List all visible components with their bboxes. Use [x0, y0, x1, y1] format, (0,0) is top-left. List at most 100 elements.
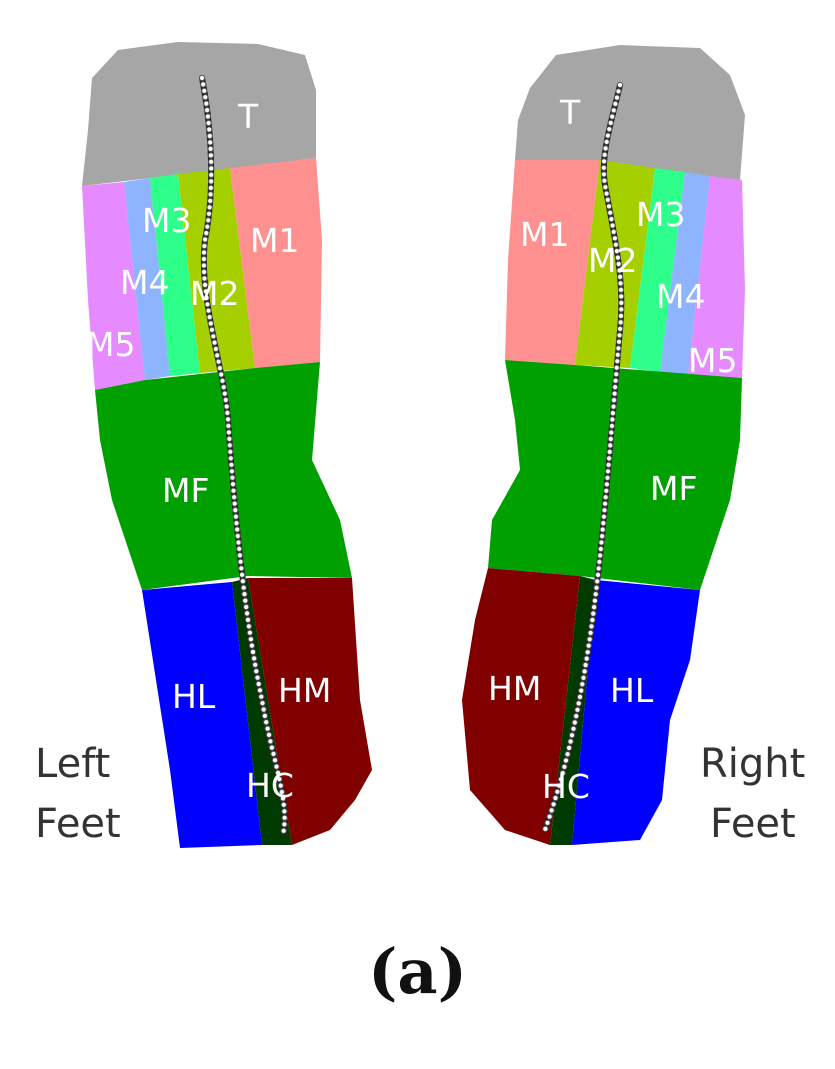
left-path-marker [211, 339, 218, 346]
right-path-marker [606, 455, 613, 462]
left-path-marker [233, 520, 240, 527]
left-path-marker [221, 390, 228, 397]
right-path-marker [614, 351, 621, 358]
right-path-marker [614, 358, 621, 365]
left-path-marker [220, 384, 227, 391]
left-path-marker [207, 184, 214, 191]
right-zone-mf [488, 360, 742, 590]
right-path-marker [583, 655, 590, 662]
left-path-marker [252, 661, 259, 668]
left-path-marker [202, 236, 209, 243]
left-path-marker [261, 712, 268, 720]
right-label-m4: M4 [656, 277, 705, 316]
left-path-marker [201, 87, 208, 94]
right-path-marker [617, 319, 624, 326]
right-path-marker [601, 151, 608, 158]
right-path-marker [609, 416, 616, 423]
left-feet-label-line1: Left [35, 741, 111, 787]
right-zone-m2 [575, 160, 655, 368]
left-path-marker [251, 655, 258, 662]
left-path-marker [228, 468, 235, 475]
left-path-marker [205, 119, 212, 127]
left-path-marker [223, 403, 230, 410]
left-path-markers [198, 74, 288, 834]
right-path-marker [608, 422, 616, 430]
right-path-marker [586, 636, 593, 643]
right-path-marker [593, 584, 600, 591]
right-path-marker [595, 565, 602, 572]
right-path-marker [573, 713, 580, 720]
left-path-marker [204, 113, 211, 120]
right-path-marker [618, 299, 625, 306]
left-path-marker [203, 294, 210, 301]
left-path-marker [207, 152, 214, 159]
right-feet-label-line2: Feet [710, 801, 796, 847]
left-path-marker [208, 326, 216, 333]
left-path-marker [219, 377, 226, 384]
right-feet-label: Right Feet [700, 734, 810, 854]
right-path-marker [574, 706, 581, 713]
left-zone-m2 [178, 168, 255, 373]
right-path-marker [617, 273, 624, 280]
right-path-marker [546, 813, 553, 820]
left-label-m4: M4 [120, 263, 169, 302]
left-path-marker [222, 396, 229, 404]
right-path-marker [604, 474, 611, 481]
right-path-marker [610, 228, 617, 235]
right-path-marker [542, 825, 549, 833]
right-path-marker [597, 552, 604, 559]
right-path-marker [616, 81, 624, 89]
left-path-marker [205, 217, 212, 224]
right-path-marker [603, 138, 610, 145]
left-path-marker [212, 345, 219, 353]
right-path-marker [552, 794, 559, 802]
left-path-marker [274, 769, 282, 777]
right-path-marker [580, 674, 587, 681]
left-path-marker [248, 642, 255, 649]
left-path-marker [203, 230, 210, 237]
right-path-marker [609, 113, 616, 120]
left-path-marker [277, 782, 284, 789]
left-path-marker [264, 725, 271, 732]
left-path-marker [206, 204, 213, 211]
right-path-marker [554, 788, 561, 795]
right-path-marker [616, 267, 623, 274]
left-path-marker [241, 591, 248, 598]
right-label-m3: M3 [636, 195, 685, 234]
left-path-marker [270, 750, 277, 758]
right-path-marker [607, 435, 614, 443]
left-path-marker [214, 352, 221, 359]
left-path-marker [206, 314, 213, 321]
right-foot-pressure-path [542, 81, 625, 833]
left-zone-hl [142, 582, 262, 848]
left-path-marker [200, 255, 207, 263]
right-path-marker [603, 487, 610, 494]
right-path-marker [585, 642, 592, 649]
left-path-marker [207, 139, 214, 146]
left-path-marker [243, 603, 250, 611]
right-path-marker [568, 732, 576, 739]
right-path-marker [606, 448, 613, 455]
left-path-marker [205, 307, 212, 314]
right-path-marker [605, 461, 612, 468]
right-path-marker [603, 190, 610, 197]
left-label-t: T [237, 97, 259, 136]
right-path-marker [601, 177, 608, 184]
left-feet-label: Left Feet [35, 734, 145, 854]
right-path-marker [602, 184, 609, 191]
right-path-marker [584, 649, 591, 656]
left-path-marker [229, 481, 237, 488]
right-path-marker [566, 744, 573, 752]
right-label-hc: HC [542, 767, 590, 806]
left-path-marker [255, 680, 262, 688]
left-path-marker [200, 81, 207, 88]
left-zone-m5 [82, 182, 145, 390]
right-path-marker [589, 616, 596, 624]
left-path-marker [242, 597, 249, 604]
left-path-marker [229, 474, 236, 481]
left-label-m2: M2 [190, 274, 239, 313]
left-path-marker [201, 242, 208, 250]
right-path-marker [617, 325, 624, 332]
right-path-marker [603, 481, 611, 488]
right-path-marker [591, 604, 598, 611]
